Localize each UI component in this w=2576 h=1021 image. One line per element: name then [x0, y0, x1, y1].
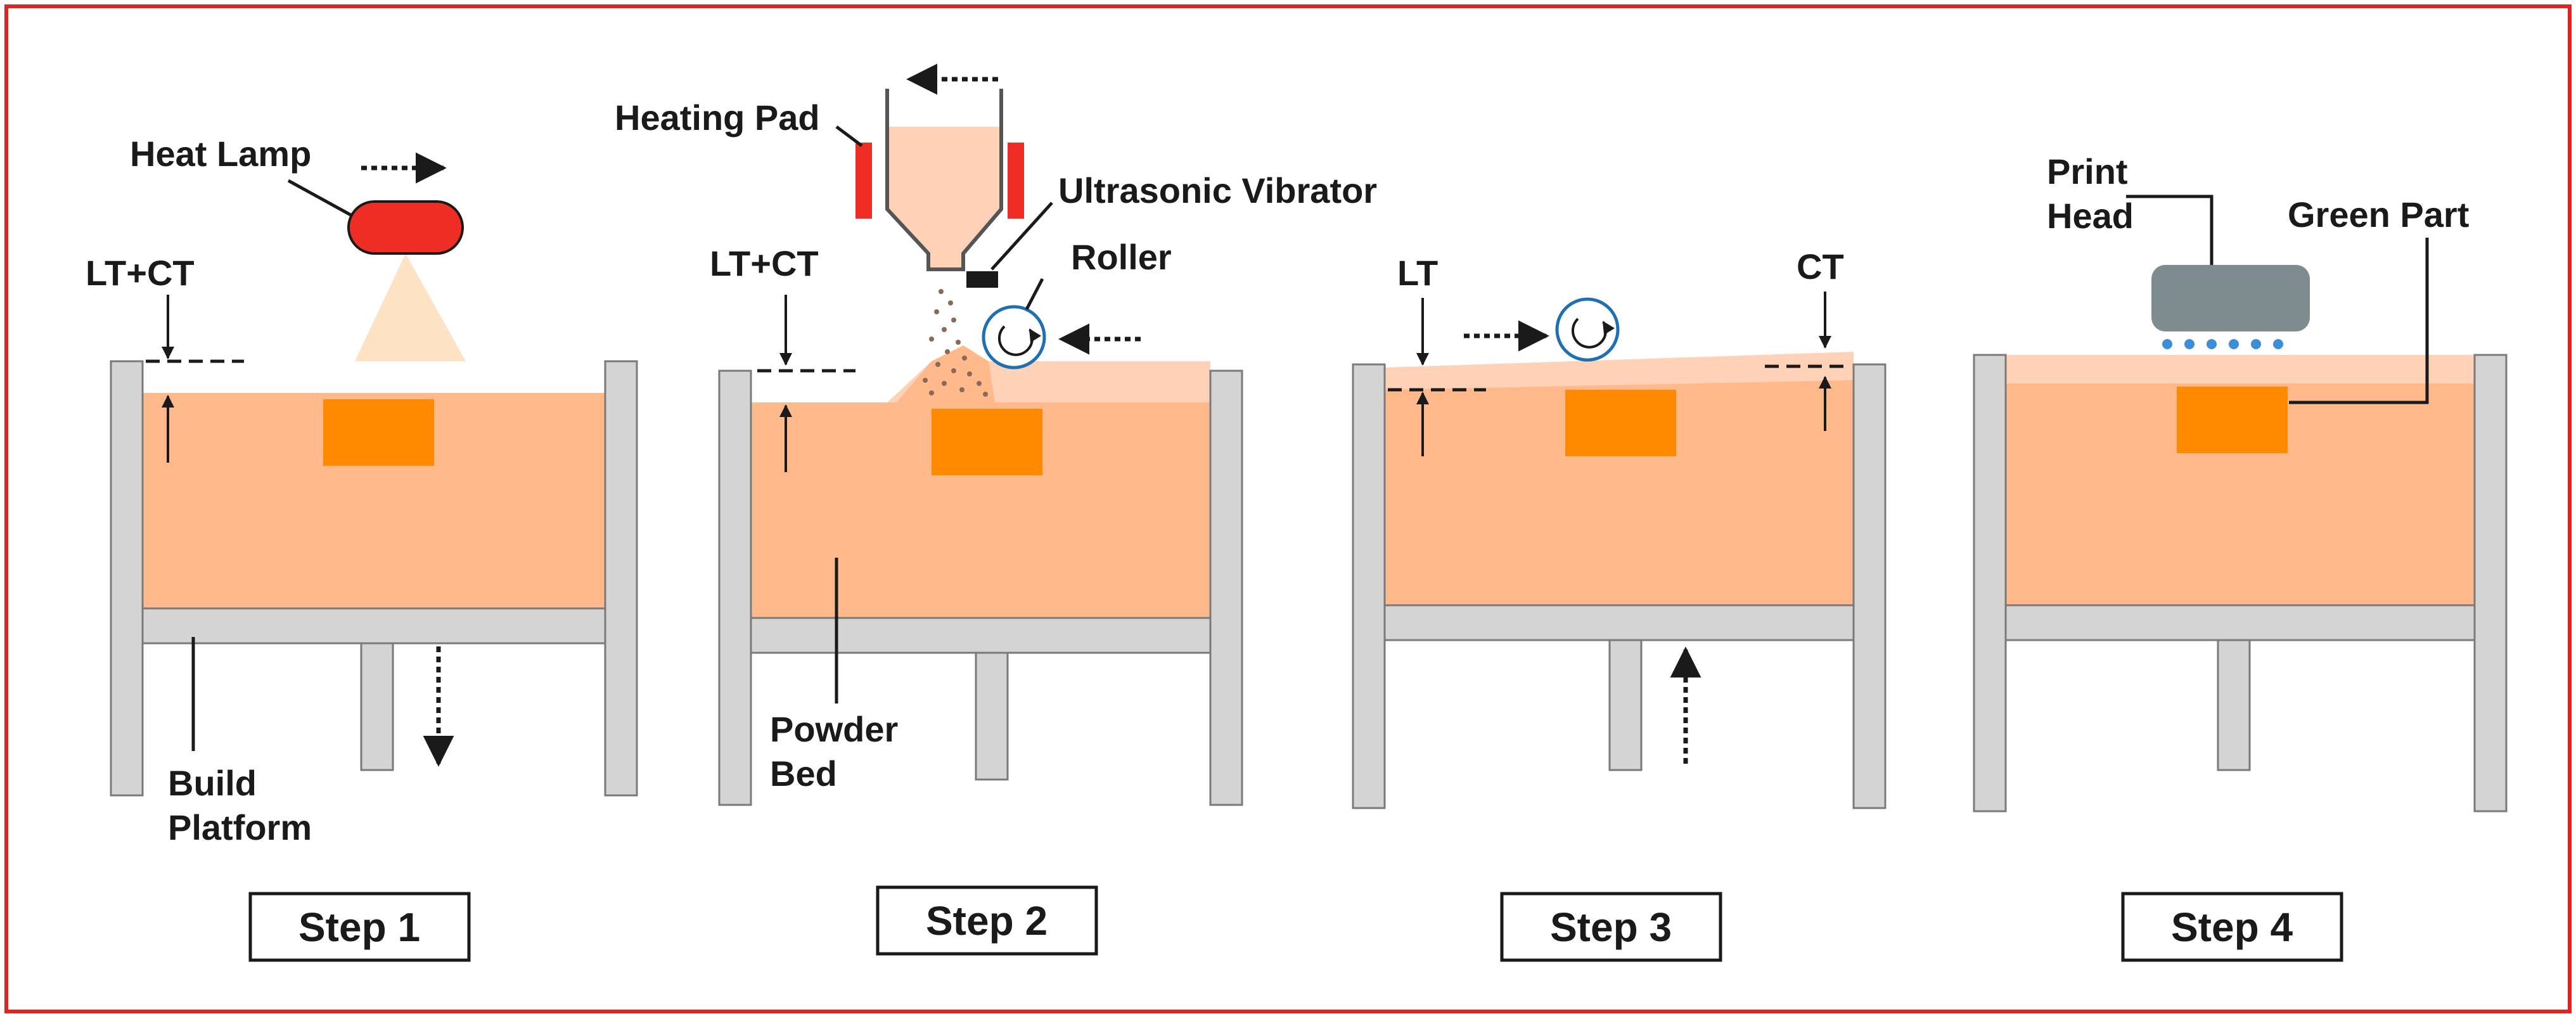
- left-wall: [718, 369, 752, 806]
- platform-leg: [2217, 639, 2251, 771]
- build-platform: [2004, 604, 2476, 641]
- ct-label: CT: [1797, 247, 1844, 286]
- step-4-box: [2121, 892, 2343, 962]
- right-wall: [1209, 369, 1243, 806]
- roller-label: Roller: [1071, 237, 1172, 277]
- step-3-panel: LT CT Step 3: [1352, 247, 1887, 962]
- step-1-label: Step 1: [298, 904, 420, 950]
- print-head-leader: [2126, 195, 2214, 265]
- heat-lamp: [347, 200, 464, 255]
- lamp-beam: [355, 254, 466, 361]
- step-3-box: [1500, 892, 1722, 962]
- powder-bed-label-1: Powder: [770, 709, 898, 749]
- build-platform: [1383, 604, 1855, 641]
- step-2-label: Step 2: [926, 898, 1048, 944]
- powder-bed-label-2: Bed: [770, 754, 837, 793]
- heating-pad-leader: [835, 125, 863, 147]
- platform-leg: [1608, 639, 1643, 771]
- build-platform: [141, 607, 606, 645]
- green-part: [2177, 387, 2288, 453]
- roller-rotation-icon: [997, 325, 1042, 356]
- heat-lamp-leader: [287, 179, 353, 217]
- green-part: [323, 399, 434, 466]
- left-wall: [110, 360, 144, 797]
- ultrasonic-vibrator-label: Ultrasonic Vibrator: [1058, 170, 1377, 210]
- heat-lamp-label: Heat Lamp: [130, 134, 311, 174]
- ultrasonic-vibrator-leader: [990, 202, 1053, 271]
- print-head: [2151, 265, 2310, 331]
- top-layer: [2006, 355, 2475, 383]
- lt-ct-label: LT+CT: [86, 253, 195, 293]
- spread-layer: [1385, 352, 1854, 390]
- step-4-label: Step 4: [2171, 904, 2293, 950]
- roller-rotation-icon: [1571, 318, 1615, 349]
- binder-droplets: [2162, 339, 2283, 349]
- roller: [1555, 297, 1620, 362]
- hopper-fill: [887, 127, 1001, 269]
- falling-powder: [923, 289, 988, 397]
- step-1-box: [248, 892, 471, 962]
- powder-pile: [897, 345, 995, 402]
- green-part-leader: [2289, 238, 2429, 404]
- step-4-panel: Print Head Green Part Step 4: [1973, 151, 2508, 962]
- roller: [982, 305, 1046, 369]
- right-wall: [2473, 354, 2508, 812]
- heating-pad-left: [855, 143, 872, 219]
- step-1-panel: Heat Lamp LT+CT Build Platform Step 1: [86, 134, 638, 962]
- green-part-label: Green Part: [2288, 195, 2469, 234]
- ultrasonic-vibrator: [966, 271, 998, 288]
- hopper-outline: [885, 89, 1003, 271]
- step-2-box: [876, 885, 1098, 956]
- roller-leader: [1025, 278, 1044, 311]
- step-3-label: Step 3: [1550, 904, 1672, 950]
- heating-pad-right: [1008, 143, 1024, 219]
- platform-leg: [975, 652, 1009, 781]
- build-platform-label-1: Build: [168, 763, 257, 803]
- left-wall: [1352, 363, 1386, 809]
- outer-frame: [4, 4, 2572, 1013]
- step-2-panel: Heating Pad Ultrasonic Vibrator Roller L…: [615, 63, 1377, 956]
- right-wall: [604, 360, 638, 797]
- lt-ct-label: LT+CT: [710, 243, 819, 283]
- green-part: [1565, 390, 1676, 456]
- print-head-label-1: Print: [2047, 151, 2128, 191]
- platform-leg: [360, 642, 394, 771]
- lt-label: LT: [1397, 253, 1438, 293]
- print-head-label-2: Head: [2047, 196, 2134, 236]
- left-wall: [1973, 354, 2007, 812]
- heating-pad-label: Heating Pad: [615, 98, 820, 138]
- build-platform: [750, 617, 1212, 654]
- right-wall: [1852, 363, 1887, 809]
- build-platform-label-2: Platform: [168, 807, 312, 847]
- green-part: [932, 409, 1042, 475]
